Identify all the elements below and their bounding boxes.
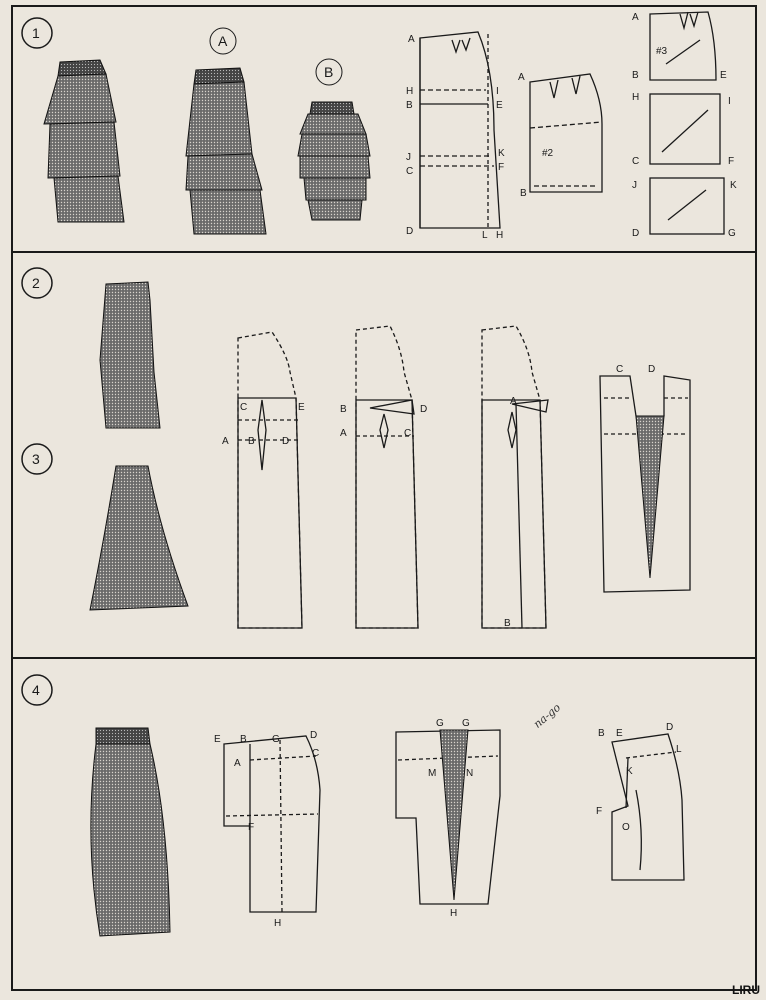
pattern-piece-3: [649, 11, 717, 81]
svg-text:4: 4: [32, 682, 40, 698]
svg-text:E: E: [214, 734, 221, 745]
section-number-4: 4: [21, 674, 53, 706]
svg-text:G: G: [436, 718, 444, 729]
svg-text:D: D: [310, 730, 317, 741]
svg-text:D: D: [406, 226, 413, 237]
svg-text:B: B: [340, 404, 347, 415]
svg-text:2: 2: [32, 275, 40, 291]
svg-text:J: J: [632, 180, 637, 191]
watermark-liru: LIRU: [732, 983, 760, 997]
svg-text:E: E: [298, 402, 305, 413]
svg-text:D: D: [648, 364, 655, 375]
svg-text:F: F: [728, 156, 734, 167]
svg-text:B: B: [632, 70, 639, 81]
svg-text:I: I: [496, 86, 499, 97]
svg-text:K: K: [498, 148, 505, 159]
svg-text:H: H: [274, 918, 281, 929]
pattern-draft-2c: [481, 325, 549, 629]
svg-text:G: G: [272, 734, 280, 745]
svg-text:B: B: [248, 436, 255, 447]
svg-text:B: B: [598, 728, 605, 739]
handwritten-note: na-go: [531, 701, 563, 731]
pattern-draft-4c: [611, 733, 685, 881]
svg-text:A: A: [408, 34, 415, 45]
svg-text:G: G: [462, 718, 470, 729]
skirt-illustration-variant-a: [185, 67, 267, 235]
svg-text:D: D: [632, 228, 639, 239]
svg-text:N: N: [466, 768, 473, 779]
svg-text:E: E: [720, 70, 727, 81]
svg-text:B: B: [406, 100, 413, 111]
svg-text:H: H: [406, 86, 413, 97]
svg-text:C: C: [240, 402, 247, 413]
svg-text:A: A: [222, 436, 229, 447]
svg-text:F: F: [498, 162, 504, 173]
piece-3-label: #3: [656, 46, 668, 57]
svg-text:A: A: [518, 72, 525, 83]
svg-text:L: L: [676, 744, 682, 755]
svg-text:G: G: [728, 228, 736, 239]
pattern-draft-2b: [355, 325, 419, 629]
svg-text:E: E: [616, 728, 623, 739]
svg-text:F: F: [596, 806, 602, 817]
svg-text:C: C: [312, 748, 319, 759]
variant-a-label: A: [218, 33, 228, 49]
variant-b-circle: [315, 58, 343, 86]
section-number-3: 3: [21, 443, 53, 475]
inserted-panel: [439, 729, 469, 901]
inserted-gusset: [635, 415, 665, 579]
svg-text:E: E: [496, 100, 503, 111]
svg-text:K: K: [730, 180, 737, 191]
skirt-illustration-flared: [89, 465, 189, 611]
pattern-draft-4a: [223, 735, 321, 913]
svg-text:D: D: [420, 404, 427, 415]
svg-text:D: D: [282, 436, 289, 447]
svg-text:C: C: [632, 156, 639, 167]
svg-text:L: L: [482, 230, 488, 241]
skirt-illustration-peplum: [43, 59, 125, 223]
variant-b-label: B: [324, 64, 333, 80]
svg-text:I: I: [728, 96, 731, 107]
pattern-piece-5: [649, 177, 725, 235]
pattern-piece-2: [529, 73, 603, 193]
skirt-illustration-pencil: [99, 281, 161, 429]
svg-text:A: A: [340, 428, 347, 439]
svg-text:A: A: [632, 12, 639, 23]
svg-text:H: H: [450, 908, 457, 919]
svg-text:C: C: [406, 166, 413, 177]
svg-text:B: B: [504, 618, 511, 629]
svg-text:M: M: [428, 768, 436, 779]
section-number-1: 1: [21, 17, 53, 49]
svg-text:3: 3: [32, 451, 40, 467]
svg-text:C: C: [404, 428, 411, 439]
svg-text:B: B: [240, 734, 247, 745]
variant-a-circle: [209, 27, 237, 55]
pattern-draft-2a: [237, 331, 303, 629]
svg-text:H: H: [632, 92, 639, 103]
svg-text:O: O: [622, 822, 630, 833]
svg-text:K: K: [626, 766, 633, 777]
svg-text:D: D: [666, 722, 673, 733]
section-number-2: 2: [21, 267, 53, 299]
skirt-illustration-pleated: [90, 727, 171, 937]
svg-text:1: 1: [32, 25, 40, 41]
svg-text:B: B: [520, 188, 527, 199]
pattern-piece-4: [649, 93, 721, 165]
svg-text:A: A: [234, 758, 241, 769]
pattern-draft-1: [419, 31, 501, 229]
svg-text:A: A: [510, 396, 517, 407]
svg-text:J: J: [406, 152, 411, 163]
page-frame: [11, 5, 757, 991]
svg-text:F: F: [248, 822, 254, 833]
svg-text:C: C: [616, 364, 623, 375]
svg-text:H: H: [496, 230, 503, 241]
piece-2-label: #2: [542, 148, 554, 159]
skirt-illustration-variant-b: [297, 101, 371, 221]
